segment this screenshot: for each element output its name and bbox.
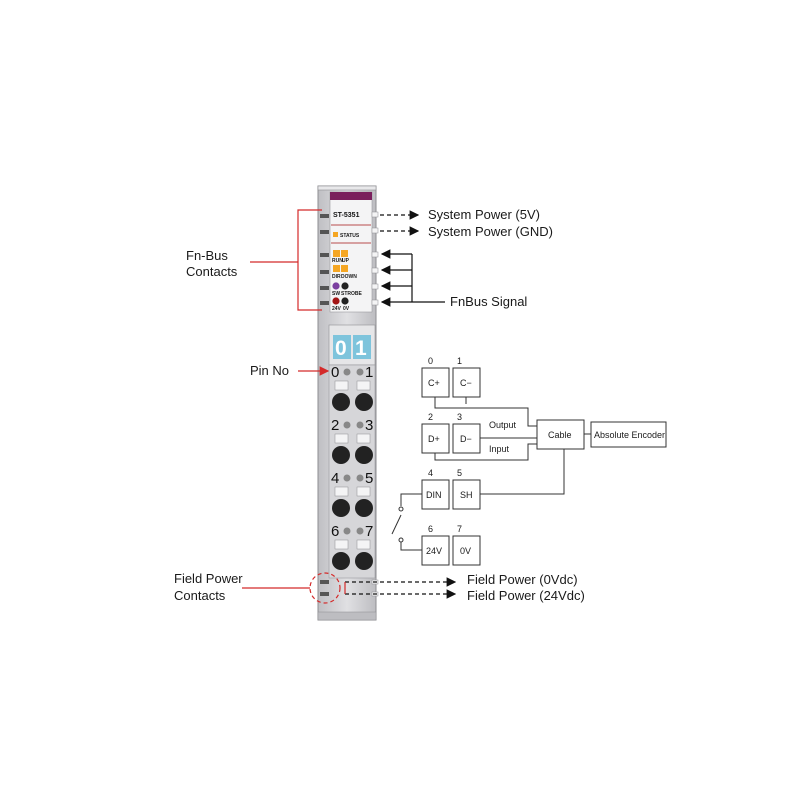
fn-bus-contacts xyxy=(320,214,329,305)
display-digit-box-1 xyxy=(353,335,371,359)
down-led xyxy=(341,265,348,272)
field-power-contacts-line2: Contacts xyxy=(174,588,226,603)
wiring-label-sh: SH xyxy=(460,490,473,500)
wiring-diagram: 0 1 2 3 4 5 6 7 C+ C− D+ D− DIN SH 24V 0… xyxy=(391,356,667,566)
field-power-0v-label: Field Power (0Vdc) xyxy=(467,572,578,587)
wiring-label-0v: 0V xyxy=(460,546,471,556)
wiring-box-sh xyxy=(452,479,481,510)
wiring-label-din: DIN xyxy=(426,490,442,500)
wiring-num-2: 2 xyxy=(428,412,433,422)
terminal-hole-7[interactable] xyxy=(355,552,373,570)
pin-number-6: 6 xyxy=(331,523,339,540)
fnbus-signal-label: FnBus Signal xyxy=(450,294,527,309)
wiring-num-5: 5 xyxy=(457,468,462,478)
wiring-label-24v: 24V xyxy=(426,546,442,556)
display-digit-1: 1 xyxy=(355,337,367,360)
fnbus-signal-arrows: FnBus Signal xyxy=(380,249,527,309)
wiring-label-c-minus: C− xyxy=(460,378,472,388)
wiring-box-24v xyxy=(421,535,450,566)
input-label: Input xyxy=(489,444,510,454)
wiring-num-7: 7 xyxy=(457,524,462,534)
pin-number-4: 4 xyxy=(331,470,339,487)
wiring-box-c-plus xyxy=(421,367,450,398)
cable-box xyxy=(536,419,585,450)
wiring-box-c-minus xyxy=(452,367,481,398)
terminal-hole-4[interactable] xyxy=(332,499,350,517)
led-label-24v: 24V xyxy=(332,306,342,312)
wiring-lines xyxy=(391,397,565,551)
system-power-gnd-label: System Power (GND) xyxy=(428,224,553,239)
field-power-contacts-line1: Field Power xyxy=(174,571,243,586)
terminal-row-1: 2 3 xyxy=(331,417,373,464)
field-power-24v-label: Field Power (24Vdc) xyxy=(467,588,585,603)
wiring-box-0v xyxy=(452,535,481,566)
led-label-up: UP xyxy=(342,258,350,264)
io-module: ST-5351 STATUS RUN UP DIR DOWN SW STROBE… xyxy=(317,185,379,621)
pin-number-5: 5 xyxy=(365,470,373,487)
sw-led xyxy=(332,282,340,290)
status-led xyxy=(333,232,338,237)
display-digit-0: 0 xyxy=(335,337,347,360)
module-model: ST-5351 xyxy=(333,212,360,219)
terminal-hole-0[interactable] xyxy=(332,393,350,411)
pin-no-callout: Pin No xyxy=(250,363,330,378)
terminal-hole-2[interactable] xyxy=(332,446,350,464)
led-label-dir: DIR xyxy=(332,274,341,280)
led-label-down: DOWN xyxy=(341,274,357,280)
pin-number-3: 3 xyxy=(365,417,373,434)
wiring-num-3: 3 xyxy=(457,412,462,422)
wiring-label-d-plus: D+ xyxy=(428,434,440,444)
strobe-led xyxy=(341,282,349,290)
wiring-label-d-minus: D− xyxy=(460,434,472,444)
led-label-strobe: STROBE xyxy=(341,291,363,297)
status-label: STATUS xyxy=(340,233,360,239)
module-top-stripe xyxy=(330,192,372,200)
fn-bus-label-line2: Contacts xyxy=(186,264,238,279)
wiring-num-1: 1 xyxy=(457,356,462,366)
encoder-label: Absolute Encoder xyxy=(594,430,665,440)
pin-number-1: 1 xyxy=(365,364,373,381)
pin-number-0: 0 xyxy=(331,364,339,381)
0v-led xyxy=(341,297,349,305)
fn-bus-callout: Fn-Bus Contacts xyxy=(186,209,322,311)
terminal-row-2: 4 5 xyxy=(331,470,373,517)
wiring-num-6: 6 xyxy=(428,524,433,534)
pin-number-7: 7 xyxy=(365,523,373,540)
terminal-hole-3[interactable] xyxy=(355,446,373,464)
24v-led xyxy=(332,297,340,305)
terminal-row-0: 0 1 xyxy=(331,364,373,411)
fn-bus-label-line1: Fn-Bus xyxy=(186,248,228,263)
encoder-box xyxy=(590,421,667,448)
output-label: Output xyxy=(489,420,517,430)
terminal-hole-5[interactable] xyxy=(355,499,373,517)
led-label-0v: 0V xyxy=(343,306,350,312)
system-power-arrows: System Power (5V) System Power (GND) xyxy=(380,207,553,239)
display-digit-box-0 xyxy=(333,335,351,359)
up-led xyxy=(341,250,348,257)
wiring-box-d-plus xyxy=(421,423,450,454)
wiring-label-c-plus: C+ xyxy=(428,378,440,388)
led-label-sw: SW xyxy=(332,291,340,297)
run-led xyxy=(333,250,340,257)
pin-number-2: 2 xyxy=(331,417,339,434)
pin-no-label: Pin No xyxy=(250,363,289,378)
wiring-num-4: 4 xyxy=(428,468,433,478)
terminal-hole-1[interactable] xyxy=(355,393,373,411)
dir-led xyxy=(333,265,340,272)
right-contacts xyxy=(371,211,379,306)
terminal-row-3: 6 7 xyxy=(331,523,373,570)
cable-label: Cable xyxy=(548,430,572,440)
terminal-hole-6[interactable] xyxy=(332,552,350,570)
led-label-run: RUN xyxy=(332,258,343,264)
field-power-arrows: Field Power (0Vdc) Field Power (24Vdc) xyxy=(344,572,585,603)
field-power-contacts-callout: Field Power Contacts xyxy=(174,571,341,604)
wiring-num-0: 0 xyxy=(428,356,433,366)
system-power-5v-label: System Power (5V) xyxy=(428,207,540,222)
